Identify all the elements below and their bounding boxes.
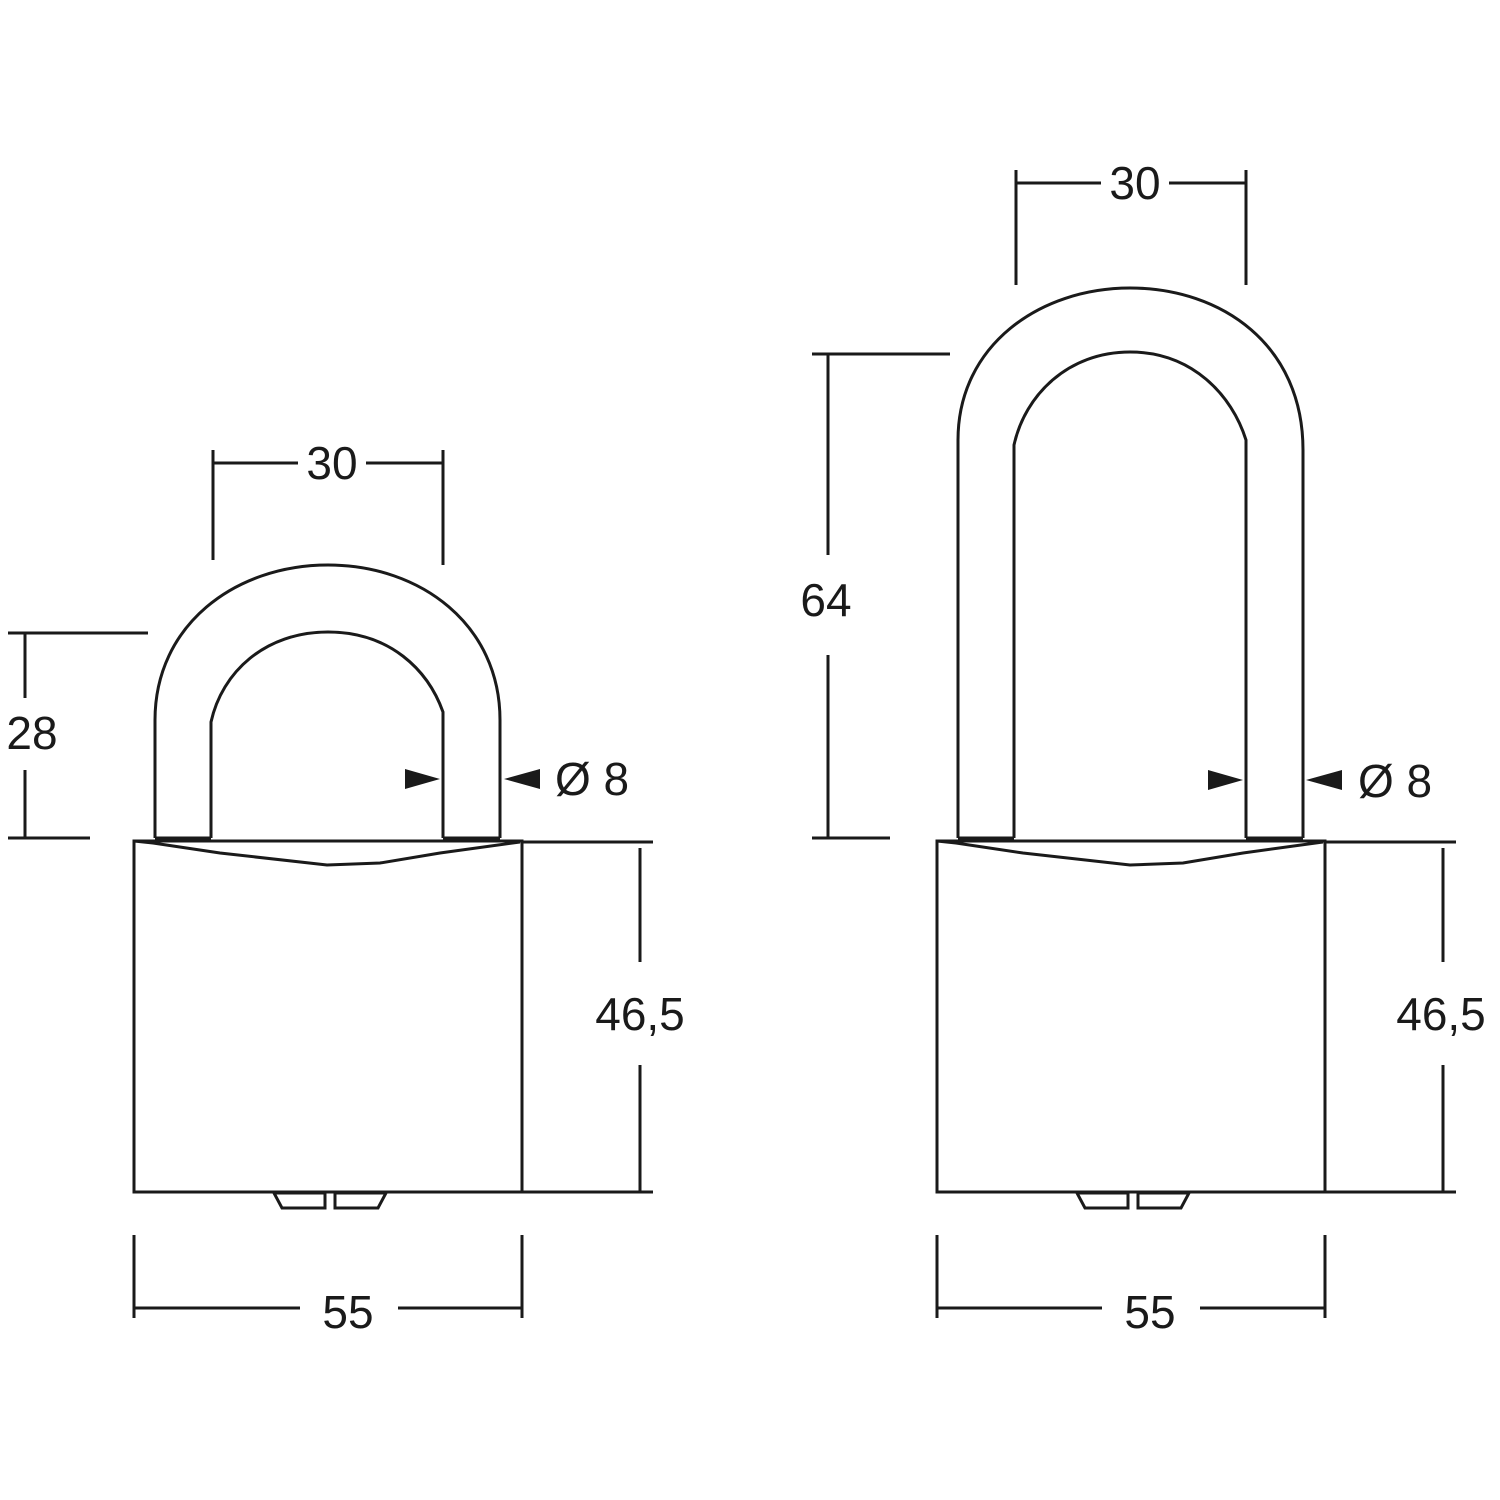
body-top-curve — [936, 839, 1324, 867]
lock-body — [132, 839, 524, 1194]
dim-label-55: 55 — [322, 1286, 373, 1338]
padlock-long-shackle: 30 64 Ø 8 46,5 55 — [800, 157, 1485, 1338]
dim-label-64: 64 — [800, 574, 851, 626]
key-cylinder-right — [333, 1191, 389, 1210]
key-cylinder-right — [1136, 1191, 1192, 1210]
dimension-body-height: 46,5 — [522, 840, 685, 1194]
dim-label-diameter: Ø 8 — [555, 753, 629, 805]
arrow-left-icon — [1306, 770, 1342, 790]
body-top-curve — [133, 839, 521, 867]
dim-label-28: 28 — [6, 707, 57, 759]
dim-label-30: 30 — [306, 437, 357, 489]
dimension-shackle-diameter: Ø 8 — [1208, 755, 1432, 807]
dimension-shackle-clearance: 28 — [6, 631, 148, 840]
dim-label-diameter: Ø 8 — [1358, 755, 1432, 807]
padlock-standard: 30 28 Ø 8 46,5 55 — [6, 437, 684, 1338]
dimension-shackle-spacing: 30 — [1014, 157, 1248, 285]
shackle — [956, 286, 1305, 840]
arrow-right-icon — [1208, 770, 1243, 790]
dimension-shackle-spacing: 30 — [211, 437, 445, 565]
arrow-right-icon — [405, 769, 440, 789]
dimension-shackle-clearance: 64 — [800, 352, 950, 840]
arrow-left-icon — [504, 769, 540, 789]
key-cylinder-left — [271, 1191, 327, 1210]
dimension-body-height: 46,5 — [1325, 840, 1486, 1194]
dimension-body-width: 55 — [935, 1235, 1327, 1338]
dim-label-30: 30 — [1109, 157, 1160, 209]
dimension-body-width: 55 — [132, 1235, 524, 1338]
dim-label-55: 55 — [1124, 1286, 1175, 1338]
dim-label-46-5: 46,5 — [1396, 988, 1486, 1040]
dimension-shackle-diameter: Ø 8 — [405, 753, 629, 805]
lock-body — [935, 839, 1327, 1194]
key-cylinder-left — [1074, 1191, 1130, 1210]
shackle — [153, 563, 502, 840]
dim-label-46-5: 46,5 — [595, 988, 685, 1040]
